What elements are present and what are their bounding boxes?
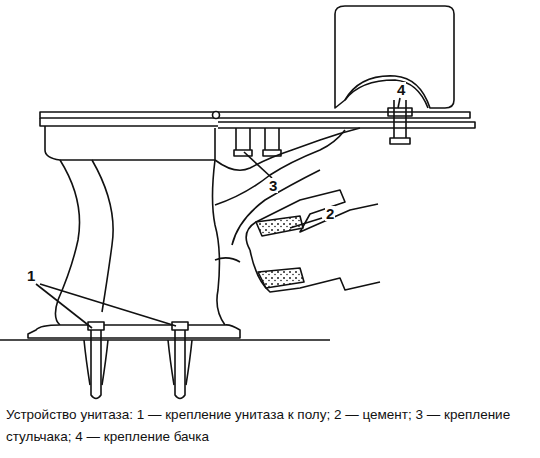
callout-number: 3 [268,178,278,193]
callout-number: 2 [325,206,335,221]
figure-caption: Устройство унитаза: 1 — крепление унитаз… [6,404,526,448]
callout-number: 4 [396,82,406,97]
callout-number: 1 [26,268,36,283]
